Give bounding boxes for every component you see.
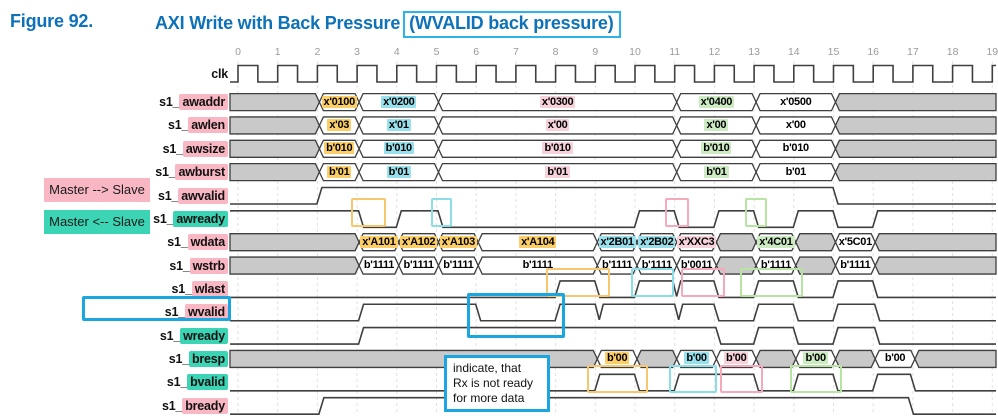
callout-line: for more data xyxy=(453,391,525,405)
bus-segment xyxy=(398,233,440,252)
bus-segment xyxy=(755,116,837,135)
bus-segment xyxy=(675,92,757,112)
bus-segment xyxy=(437,233,479,252)
bus-segment xyxy=(229,163,321,182)
bus-segment xyxy=(675,139,757,158)
bus-segment xyxy=(834,233,876,252)
bus-segment xyxy=(755,139,837,158)
bus-segment xyxy=(437,116,678,135)
bus-segment xyxy=(834,349,876,369)
bus-segment xyxy=(795,233,837,252)
bus-segment xyxy=(874,349,916,369)
bus-segment xyxy=(675,349,718,369)
bus-segment xyxy=(755,233,797,252)
bus-segment xyxy=(358,163,440,182)
bus-segment xyxy=(834,116,997,135)
bus-segment xyxy=(437,139,678,158)
bus-segment xyxy=(437,256,479,275)
bit-wave-s1_wvalid xyxy=(230,303,996,322)
legend-slave-to-master: Master <-- Slave xyxy=(44,210,150,234)
bus-segment xyxy=(318,139,360,158)
bus-segment xyxy=(318,163,360,182)
bus-segment xyxy=(437,92,678,112)
bus-segment xyxy=(675,116,757,135)
bus-segment xyxy=(358,256,400,275)
bus-segment xyxy=(358,139,440,158)
bus-segment xyxy=(834,92,997,112)
bus-segment xyxy=(358,116,440,135)
bus-segment xyxy=(755,92,837,112)
bit-wave-s1_wready xyxy=(230,326,996,345)
legend-master-to-slave: Master --> Slave xyxy=(44,178,150,202)
bus-segment xyxy=(675,256,718,275)
bus-segment xyxy=(318,92,360,112)
bus-segment xyxy=(636,233,678,252)
clock-wave xyxy=(230,64,996,83)
bus-segment xyxy=(874,233,997,252)
bus-segment xyxy=(874,256,997,275)
bus-segment xyxy=(437,163,678,182)
backpressure-callout: indicate, that Rx is not ready for more … xyxy=(444,355,550,412)
callout-line: indicate, that xyxy=(453,361,522,375)
bus-segment xyxy=(229,92,321,112)
bit-wave-s1_awready xyxy=(230,210,996,229)
bus-segment xyxy=(755,163,837,182)
bus-segment xyxy=(755,349,797,369)
bus-segment xyxy=(834,163,997,182)
bus-segment xyxy=(229,116,321,135)
bus-segment xyxy=(318,116,360,135)
bit-wave-s1_bready xyxy=(230,396,996,415)
bus-segment xyxy=(596,349,638,369)
bus-segment xyxy=(795,256,837,275)
bus-segment xyxy=(715,349,757,369)
bus-segment xyxy=(675,163,757,182)
bus-segment xyxy=(596,233,638,252)
bus-segment xyxy=(358,233,400,252)
figure-title: AXI Write with Back Pressure(WVALID back… xyxy=(155,11,621,38)
bus-segment xyxy=(715,256,757,275)
bus-segment xyxy=(229,256,360,275)
figure-title-boxed-suffix: (WVALID back pressure) xyxy=(403,11,621,38)
bus-segment xyxy=(596,256,638,275)
bit-wave-s1_bvalid xyxy=(230,373,996,392)
bus-segment xyxy=(477,233,599,252)
figure-label: Figure 92. xyxy=(10,11,94,31)
bus-segment xyxy=(636,349,678,369)
bus-segment xyxy=(795,349,837,369)
bus-segment xyxy=(398,256,440,275)
bus-segment xyxy=(229,139,321,158)
bus-segment xyxy=(229,233,360,252)
bit-wave-s1_wlast xyxy=(230,280,996,299)
bus-segment xyxy=(477,256,599,275)
callout-line: Rx is not ready xyxy=(453,376,534,390)
bus-segment xyxy=(755,256,797,275)
bus-segment xyxy=(834,256,876,275)
bus-segment xyxy=(636,256,678,275)
bus-segment xyxy=(834,139,997,158)
bus-segment xyxy=(715,233,757,252)
bus-segment xyxy=(914,349,997,369)
bus-segment xyxy=(358,92,440,112)
figure-title-text: AXI Write with Back Pressure xyxy=(155,13,401,33)
bus-segment xyxy=(675,233,718,252)
bit-wave-s1_awvalid xyxy=(230,186,996,205)
